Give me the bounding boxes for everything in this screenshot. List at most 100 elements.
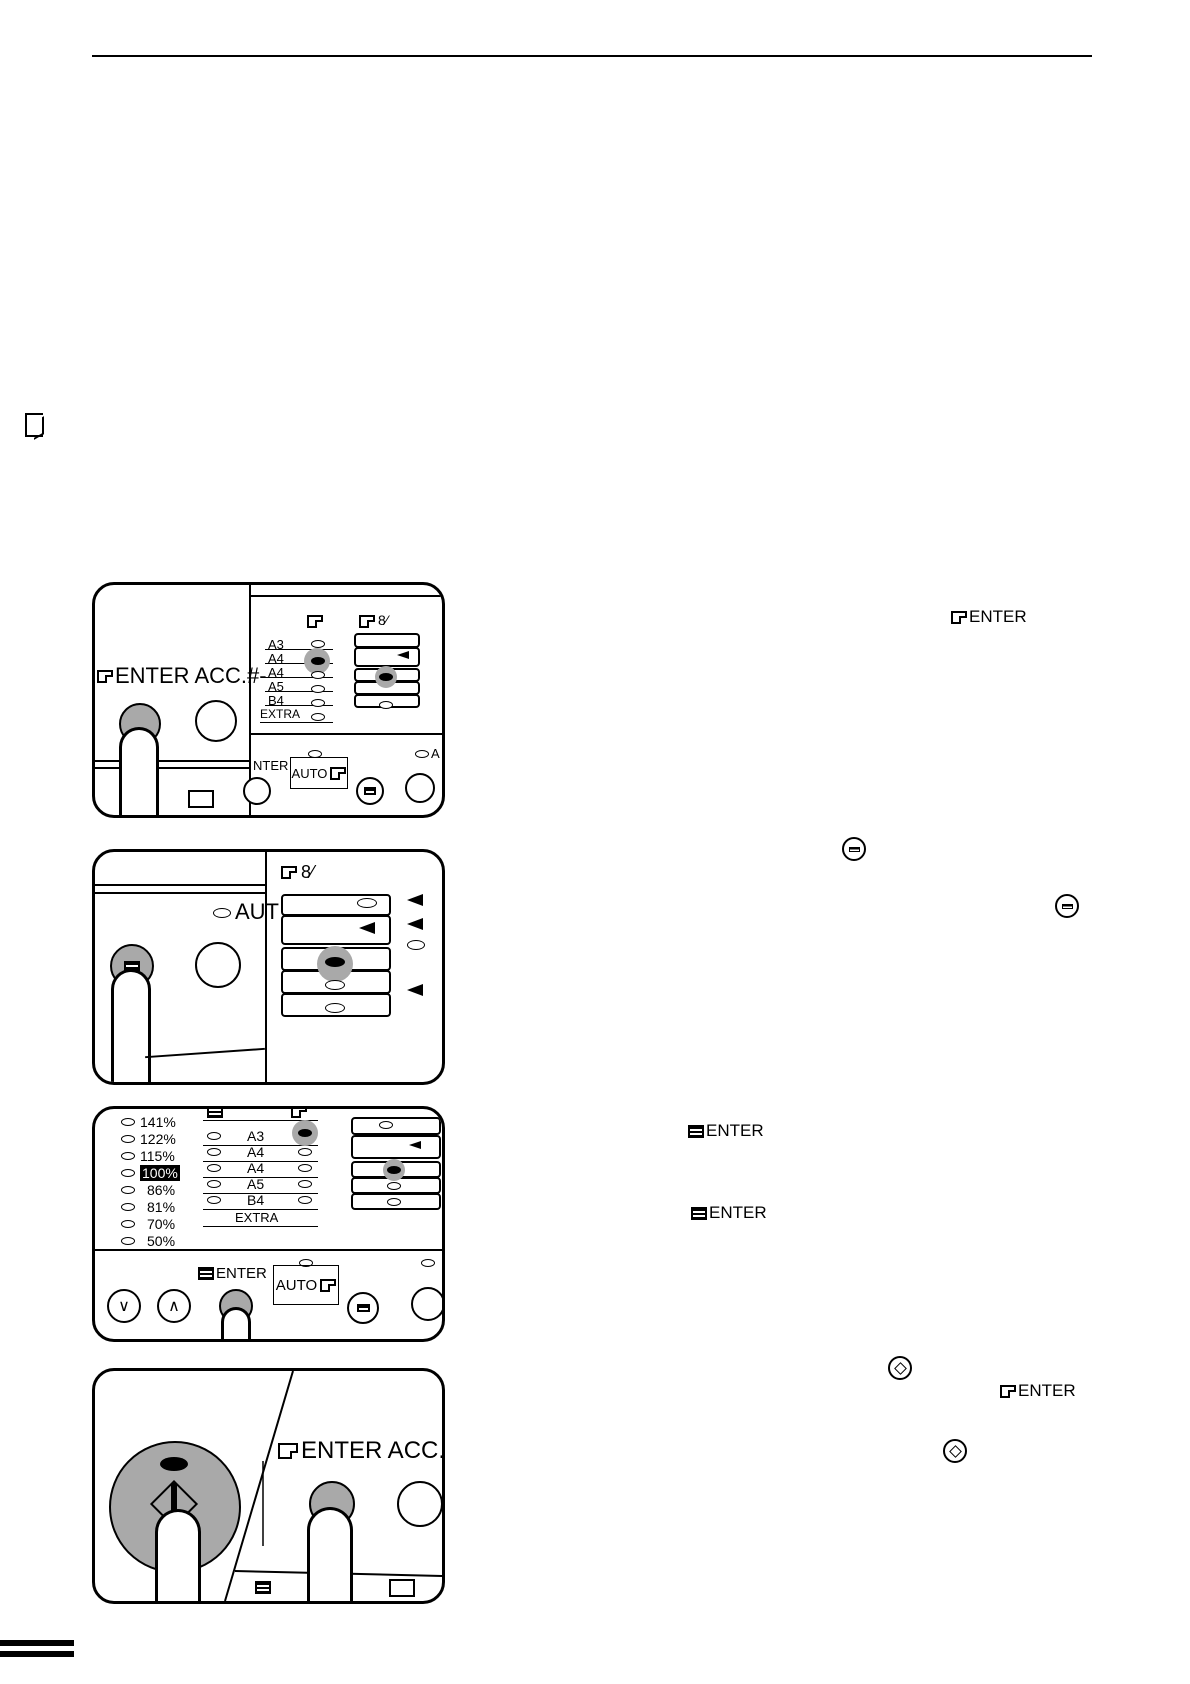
step3-enter-symbol-a: ENTER <box>688 1121 764 1141</box>
size-label-a3: A3 <box>268 637 284 652</box>
ratio-label: 115% <box>140 1148 175 1164</box>
tray-indicator-lit <box>387 1166 401 1174</box>
auto-label: AUT <box>235 899 279 924</box>
panel1-top-strip <box>249 595 442 597</box>
size-rule <box>203 1193 318 1194</box>
size-indicator <box>311 671 325 679</box>
tray-arrow-icon <box>359 922 375 934</box>
indicator <box>407 940 425 950</box>
auto-indicator <box>213 908 231 918</box>
ratio-up-button[interactable]: ∧ <box>157 1289 191 1323</box>
tray-indicator-lit <box>379 673 393 681</box>
document-corner-icon <box>25 413 43 437</box>
tray-indicator <box>387 1198 401 1206</box>
ratio-indicator <box>121 1152 135 1160</box>
panel1-left-strip <box>95 760 249 762</box>
ratio-indicator <box>121 1135 135 1143</box>
tray-top <box>354 633 420 648</box>
size-label-a4r: A4 <box>268 665 284 680</box>
tray-3[interactable] <box>281 993 391 1017</box>
panel4-divider <box>224 1371 294 1601</box>
footer-bar <box>0 1651 74 1657</box>
panel2-strip <box>95 884 265 886</box>
panel1-divider <box>249 585 251 815</box>
ratio-label: 50% <box>147 1233 176 1249</box>
tray-indicator-lit <box>325 957 345 967</box>
size-indicator <box>311 640 325 648</box>
tray-select-button[interactable] <box>347 1292 379 1324</box>
original-size-icon <box>198 1267 214 1280</box>
step3-enter-symbol-b: ENTER <box>691 1203 767 1223</box>
indicator <box>415 750 429 758</box>
original-indicator <box>207 1148 221 1156</box>
size-rule <box>265 705 333 706</box>
panel-step-2: AUT 8⁄ <box>92 849 445 1085</box>
size-indicator <box>311 699 325 707</box>
ratio-down-button[interactable]: ∨ <box>107 1289 141 1323</box>
start-bar-icon <box>171 1483 177 1525</box>
ratio-indicator <box>121 1220 135 1228</box>
finger-pointer <box>119 727 159 815</box>
size-label-extra: EXTRA <box>260 707 301 721</box>
enter-button[interactable] <box>243 777 271 805</box>
copy-tray-button[interactable] <box>356 777 384 805</box>
tray-doc-icon <box>281 866 297 879</box>
tray-arrow-icon <box>407 894 423 906</box>
size-rule <box>203 1177 318 1178</box>
ratio-indicator <box>121 1203 135 1211</box>
original-size-icon <box>688 1124 704 1138</box>
next-button[interactable] <box>411 1287 442 1321</box>
acc-button[interactable] <box>195 700 237 742</box>
tray-indicator <box>379 701 393 709</box>
start-diamond-icon <box>893 1361 907 1375</box>
original-size-icon <box>207 1109 223 1118</box>
document-icon <box>97 669 113 683</box>
paper-indicator <box>298 1180 312 1188</box>
finger-pointer <box>307 1507 353 1601</box>
tray-select-icon <box>364 787 376 795</box>
auto-paper-button[interactable]: AUTO <box>290 757 348 789</box>
document-icon <box>330 766 347 780</box>
right-button[interactable] <box>195 942 241 988</box>
ratio-label: 86% <box>147 1182 176 1198</box>
tray-indicator <box>357 898 377 908</box>
enter-label: ENTER <box>198 1266 267 1281</box>
size-rule <box>203 1209 318 1210</box>
step4-enter-symbol: ENTER <box>1000 1381 1076 1401</box>
tray-select-symbol <box>842 837 866 861</box>
size-rule <box>203 1161 318 1162</box>
paper-indicator <box>298 1164 312 1172</box>
enter-label: NTER <box>253 758 289 773</box>
finger-pointer <box>221 1307 251 1339</box>
panel-step-1: ENTER ACC.#- A3 A4 A4 A5 B4 EXTRA 8⁄ NTE… <box>92 582 445 818</box>
auto-indicator <box>299 1259 313 1267</box>
tray-doc-icon <box>359 615 375 628</box>
tray-bypass[interactable] <box>351 1135 441 1159</box>
ratio-indicator <box>121 1118 135 1126</box>
start-symbol <box>943 1439 967 1463</box>
original-indicator <box>207 1164 221 1172</box>
footer-bar <box>0 1640 74 1646</box>
tray-bypass[interactable] <box>354 647 420 667</box>
start-indicator <box>160 1457 188 1471</box>
next-button[interactable] <box>405 773 435 803</box>
ratio-indicator <box>121 1186 135 1194</box>
step1-enter-symbol: ENTER <box>951 607 1027 627</box>
panel1-left-strip-2 <box>95 767 249 769</box>
finger-pointer <box>111 969 151 1082</box>
original-indicator <box>207 1132 221 1140</box>
tray-indicator <box>379 1121 393 1129</box>
original-size-icon <box>255 1581 271 1594</box>
size-label-b4: B4 <box>247 1192 265 1208</box>
auto-paper-button[interactable]: AUTO <box>273 1265 339 1305</box>
indicator <box>421 1259 435 1267</box>
size-rule <box>203 1226 318 1227</box>
acc-button[interactable] <box>397 1481 442 1527</box>
start-diamond-icon <box>948 1444 962 1458</box>
size-rule <box>265 663 333 664</box>
panel2-strip-2 <box>95 892 265 894</box>
original-size-icon <box>691 1206 707 1220</box>
size-rule <box>265 649 333 650</box>
size-rule <box>260 722 333 723</box>
size-label-a5: A5 <box>268 679 284 694</box>
